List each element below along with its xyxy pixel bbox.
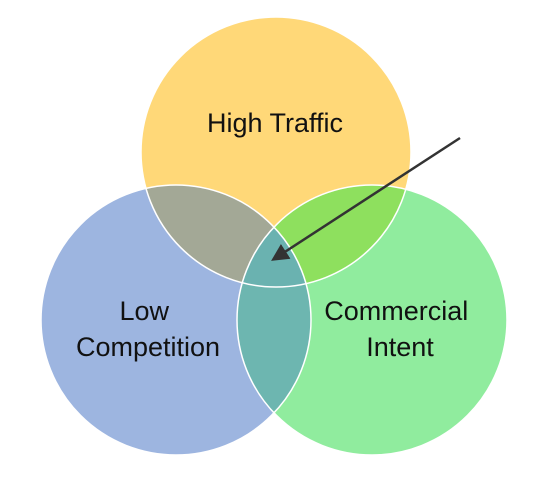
high-traffic-outline <box>140 16 412 288</box>
low-competition-label: Low Competition <box>76 296 220 362</box>
traffic-intent-overlap <box>237 185 411 287</box>
traffic-competition-overlap <box>141 185 311 287</box>
low-competition-outline <box>40 184 312 456</box>
high-traffic-label: High Traffic <box>207 108 343 138</box>
commercial-intent-outline <box>236 184 508 456</box>
commercial-intent-label: Commercial Intent <box>324 296 476 362</box>
pointer-arrow <box>271 136 461 261</box>
